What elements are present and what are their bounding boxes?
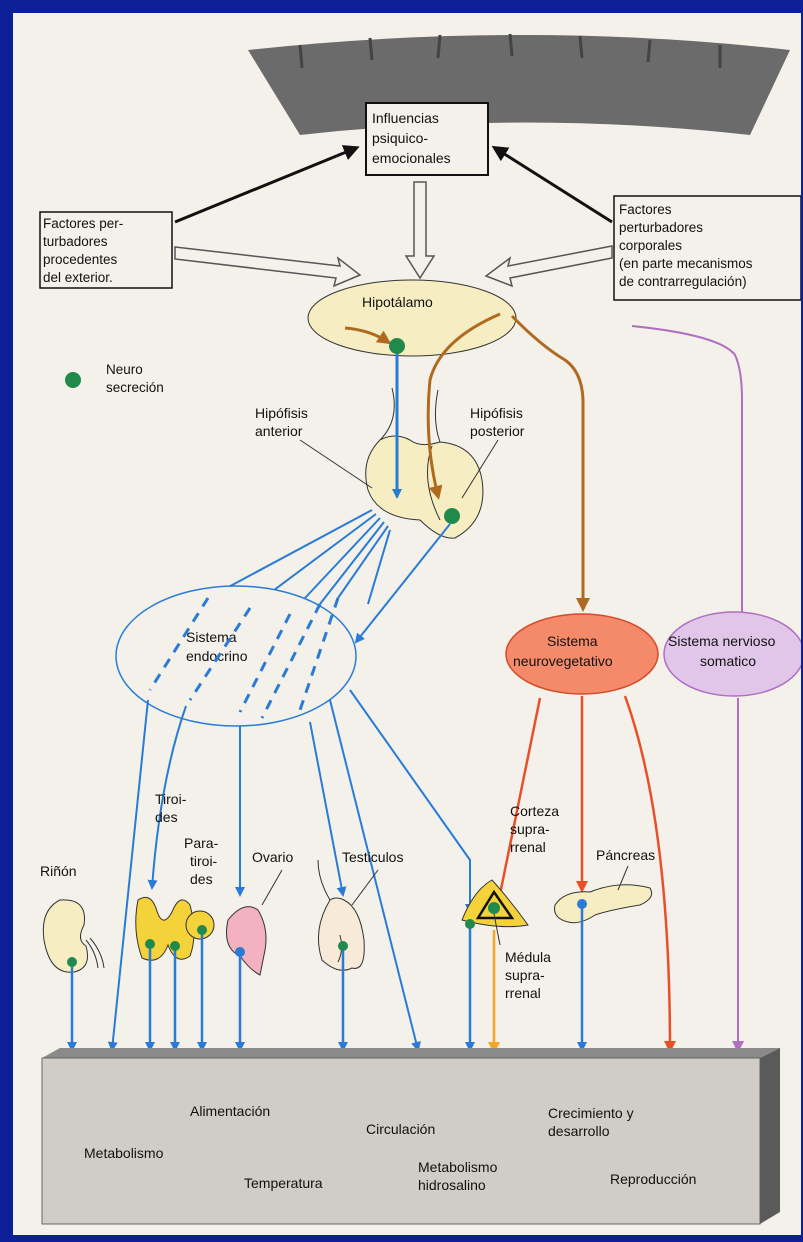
- psycho-emotional-label-1: Influencias: [372, 110, 439, 126]
- legend-label-2: secreción: [106, 380, 164, 395]
- hypothalamus-neuro-dot: [389, 338, 405, 354]
- purple-path-somatic: [632, 326, 742, 614]
- neuroveg-label-1: Sistema: [547, 633, 598, 649]
- thyroid-label-1: Tiroi-: [155, 791, 187, 807]
- cortex-label-3: rrenal: [510, 839, 546, 855]
- function-reproduccion: Reproducción: [610, 1171, 696, 1187]
- neurosecretion-legend-dot: [65, 372, 81, 388]
- organ-neuro-dots: [67, 919, 475, 967]
- thyroid-icon: [136, 897, 194, 960]
- cortex-label-1: Corteza: [510, 803, 559, 819]
- ovary-pointer: [262, 870, 282, 905]
- pit-posterior-label-2: posterior: [470, 423, 525, 439]
- ovary-label: Ovario: [252, 849, 293, 865]
- posterior-to-endocrine: [356, 524, 450, 642]
- external-factors-label-1: Factores per-: [43, 216, 123, 231]
- pit-anterior-label-1: Hipófisis: [255, 405, 308, 421]
- pancreas-label: Páncreas: [596, 847, 655, 863]
- function-metab-hidro-2: hidrosalino: [418, 1177, 486, 1193]
- parathyroid-icon: [186, 911, 214, 939]
- parathyroid-label-3: des: [190, 871, 213, 887]
- kidney-label: Riñón: [40, 863, 77, 879]
- body-factors-label-2: perturbadores: [619, 220, 703, 235]
- testicles-pointer: [352, 870, 378, 905]
- function-temperatura: Temperatura: [244, 1175, 323, 1191]
- endocrine-label-2: endocrino: [186, 648, 248, 664]
- medulla-label-1: Médula: [505, 949, 551, 965]
- function-block-front: [42, 1058, 760, 1224]
- function-alimentacion: Alimentación: [190, 1103, 270, 1119]
- ovary-icon: [227, 907, 267, 975]
- pit-anterior-label-2: anterior: [255, 423, 303, 439]
- adrenal-neuro-dot: [488, 902, 500, 914]
- kidney-icon: [43, 900, 87, 972]
- testicles-icon: [318, 898, 364, 970]
- medulla-label-2: supra-: [505, 967, 545, 983]
- external-factors-label-4: del exterior.: [43, 270, 113, 285]
- function-metabolismo: Metabolismo: [84, 1145, 164, 1161]
- hollow-arrow-center: [406, 182, 434, 278]
- psycho-emotional-label-3: emocionales: [372, 150, 451, 166]
- cortex-shape: [248, 35, 790, 135]
- hypothalamus-label: Hipotálamo: [362, 294, 433, 310]
- pit-anterior-pointer: [300, 440, 372, 488]
- function-crecimiento-1: Crecimiento y: [548, 1105, 634, 1121]
- function-crecimiento-2: desarrollo: [548, 1123, 610, 1139]
- body-factors-label-5: de contrarregulación): [619, 274, 747, 289]
- somatic-label-2: somatico: [700, 653, 756, 669]
- arrow-external-to-psycho: [175, 148, 356, 222]
- neuroveg-label-2: neurovegetativo: [513, 653, 613, 669]
- external-factors-label-3: procedentes: [43, 252, 118, 267]
- diagram-canvas: Influencias psiquico- emocionales Factor…: [13, 13, 801, 1235]
- hollow-arrow-left: [175, 247, 360, 286]
- legend-label-1: Neuro: [106, 362, 143, 377]
- thyroid-label-2: des: [155, 809, 178, 825]
- brown-path-to-neuroveg: [512, 316, 583, 608]
- external-factors-label-2: turbadores: [43, 234, 108, 249]
- hypothalamus-ellipse: [308, 280, 516, 356]
- kidney-ureter: [86, 938, 104, 968]
- diagram-frame: Influencias psiquico- emocionales Factor…: [13, 13, 801, 1235]
- pancreas-icon: [555, 885, 652, 923]
- body-factors-label-3: corporales: [619, 238, 682, 253]
- endocrine-output-arrows: [112, 690, 470, 1050]
- parathyroid-label-2: tiroi-: [190, 853, 218, 869]
- function-block-top: [42, 1048, 780, 1058]
- body-factors-label-4: (en parte mecanismos: [619, 256, 753, 271]
- testicles-label: Testiculos: [342, 849, 403, 865]
- function-circulacion: Circulación: [366, 1121, 435, 1137]
- medulla-label-3: rrenal: [505, 985, 541, 1001]
- psycho-emotional-label-2: psiquico-: [372, 130, 428, 146]
- pit-posterior-label-1: Hipófisis: [470, 405, 523, 421]
- arrow-body-to-psycho: [495, 148, 612, 222]
- somatic-label-1: Sistema nervioso: [668, 633, 776, 649]
- parathyroid-label-1: Para-: [184, 835, 219, 851]
- pituitary-stalk: [380, 388, 440, 442]
- function-block-side: [760, 1048, 780, 1224]
- cortex-label-2: supra-: [510, 821, 550, 837]
- posterior-neuro-dot: [444, 508, 460, 524]
- function-metab-hidro-1: Metabolismo: [418, 1159, 498, 1175]
- body-factors-label-1: Factores: [619, 202, 672, 217]
- hollow-arrow-right: [486, 246, 612, 286]
